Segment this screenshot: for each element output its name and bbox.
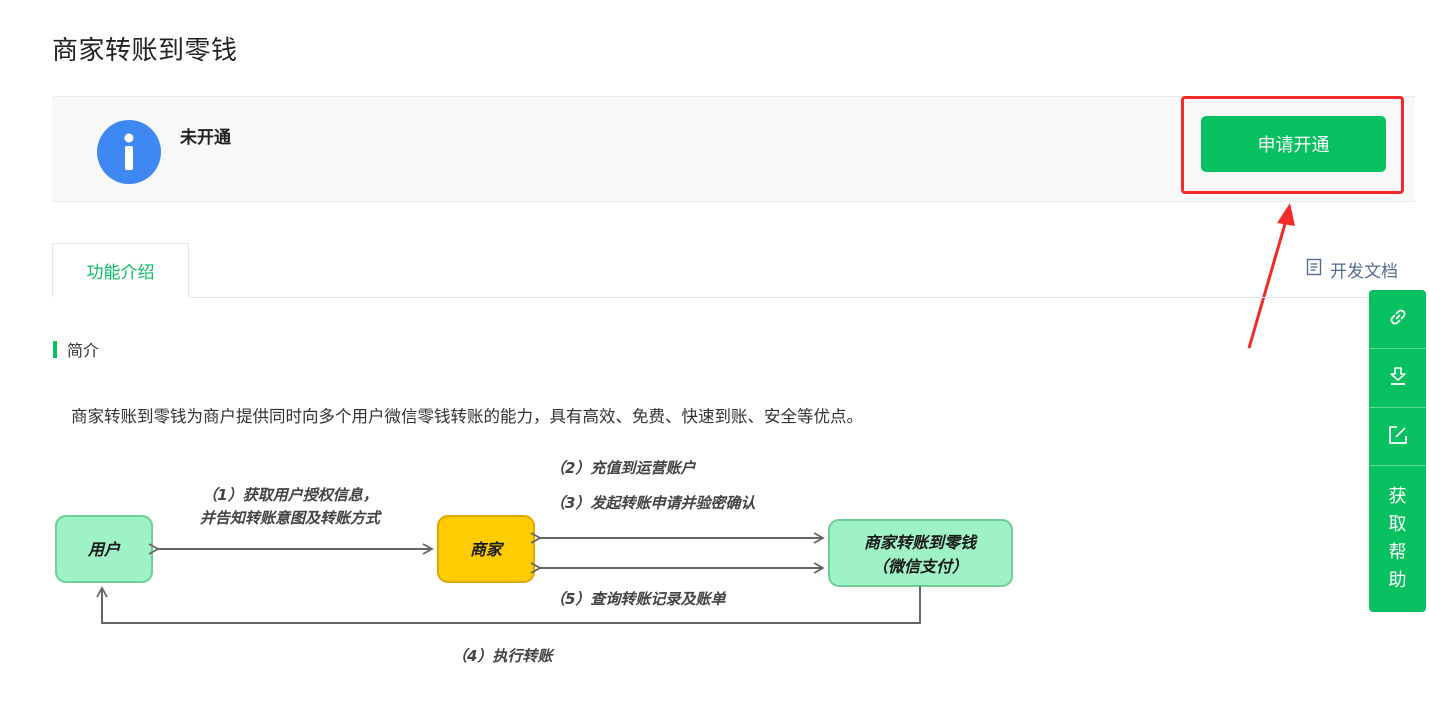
document-icon xyxy=(1306,258,1322,281)
side-tool-feedback[interactable] xyxy=(1369,408,1426,466)
get-help-button[interactable]: 获 取 帮 助 xyxy=(1369,466,1426,612)
node-wechat-pay-line2: （微信支付） xyxy=(872,557,968,576)
help-char: 助 xyxy=(1388,570,1407,591)
apply-button[interactable]: 申请开通 xyxy=(1201,116,1386,172)
annotation-arrow xyxy=(1247,203,1295,349)
tab-bar xyxy=(52,297,1415,298)
edit-icon xyxy=(1387,424,1409,450)
node-wechat-pay-line1: 商家转账到零钱 xyxy=(864,533,978,552)
apply-highlight-box xyxy=(1181,96,1404,194)
node-merchant xyxy=(437,515,535,583)
node-wechat-pay xyxy=(828,519,1013,587)
help-char: 帮 xyxy=(1388,542,1407,563)
step-5: （5）查询转账记录及账单 xyxy=(550,590,726,608)
section-heading-text: 简介 xyxy=(67,341,100,360)
node-merchant-label: 商家 xyxy=(470,540,505,559)
node-user-label: 用户 xyxy=(87,540,121,559)
link-icon xyxy=(1387,306,1409,332)
step-1-line2: 并告知转账意图及转账方式 xyxy=(200,509,383,527)
section-heading: 简介 xyxy=(52,337,99,361)
tab-label: 功能介绍 xyxy=(86,263,155,283)
step-3: （3）发起转账申请并验密确认 xyxy=(550,494,755,512)
side-toolbar: 获 取 帮 助 xyxy=(1369,290,1426,612)
section-marker xyxy=(53,340,57,358)
step-1-line1: （1）获取用户授权信息， xyxy=(202,486,377,504)
dev-docs-label: 开发文档 xyxy=(1330,261,1398,282)
help-char: 取 xyxy=(1388,514,1407,535)
help-char: 获 xyxy=(1388,486,1407,507)
flow-diagram: 用户 商家 商家转账到零钱 （微信支付） （1）获取用户授权信息， 并告知转账意… xyxy=(55,459,1013,665)
step-4: （4）执行转账 xyxy=(452,647,555,665)
status-text: 未开通 xyxy=(180,128,231,148)
status-panel: 未开通 xyxy=(52,96,1415,202)
side-tool-link[interactable] xyxy=(1369,290,1426,348)
tab-feature-intro[interactable]: 功能介绍 xyxy=(52,243,189,298)
intro-text: 商家转账到零钱为商户提供同时向多个用户微信零钱转账的能力，具有高效、免费、快速到… xyxy=(71,407,863,426)
arrow-pay-to-user xyxy=(96,586,921,624)
page-title: 商家转账到零钱 xyxy=(52,36,238,66)
step-2: （2）充值到运营账户 xyxy=(550,459,696,477)
info-icon xyxy=(97,120,161,184)
dev-docs-link[interactable]: 开发文档 xyxy=(1306,256,1398,282)
side-tool-download[interactable] xyxy=(1369,349,1426,407)
download-icon xyxy=(1387,365,1409,391)
